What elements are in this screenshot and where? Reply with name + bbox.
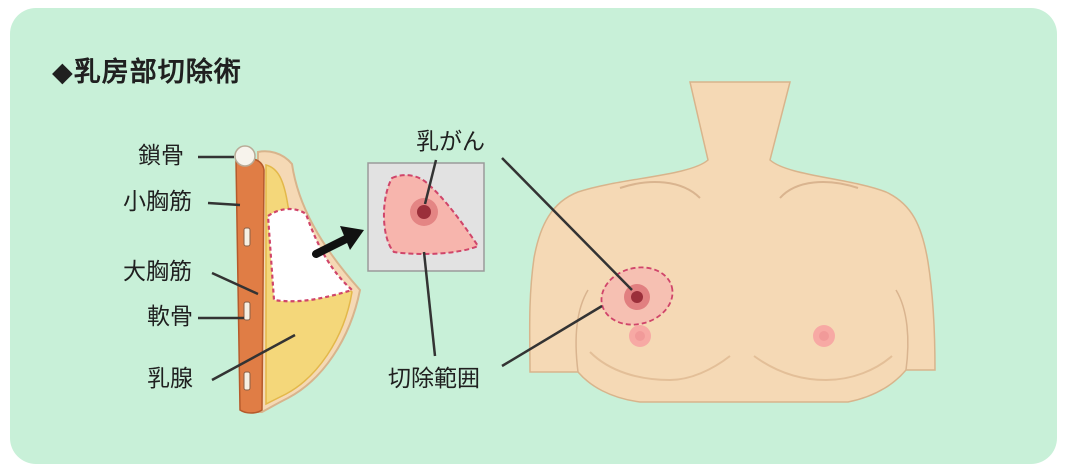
zoom-tumor xyxy=(417,205,431,219)
torso xyxy=(530,82,935,402)
label-resection-area: 切除範囲 xyxy=(388,368,480,391)
page-title: ◆乳房部切除術 xyxy=(52,50,242,89)
breast-cross-section xyxy=(235,146,360,413)
label-cartilage: 軟骨 xyxy=(147,306,193,329)
nipple-left-center xyxy=(635,331,645,341)
label-pectoralis-minor: 小胸筋 xyxy=(123,191,192,214)
clavicle-bone xyxy=(235,146,255,166)
rib-3 xyxy=(244,372,250,390)
label-mammary-gland: 乳腺 xyxy=(147,368,193,391)
label-clavicle: 鎖骨 xyxy=(138,145,184,168)
zoom-box xyxy=(368,163,484,271)
torso-body xyxy=(530,82,935,402)
torso-tumor xyxy=(631,291,643,303)
nipple-right-center xyxy=(819,331,829,341)
rib-2 xyxy=(244,302,250,320)
rib-1 xyxy=(244,228,250,246)
arrow-icon xyxy=(316,226,364,254)
label-pectoralis-major: 大胸筋 xyxy=(123,261,192,284)
label-breast-cancer: 乳がん xyxy=(416,131,485,154)
pectoralis-major xyxy=(268,209,352,301)
leader-pectoralis-minor xyxy=(208,203,240,205)
